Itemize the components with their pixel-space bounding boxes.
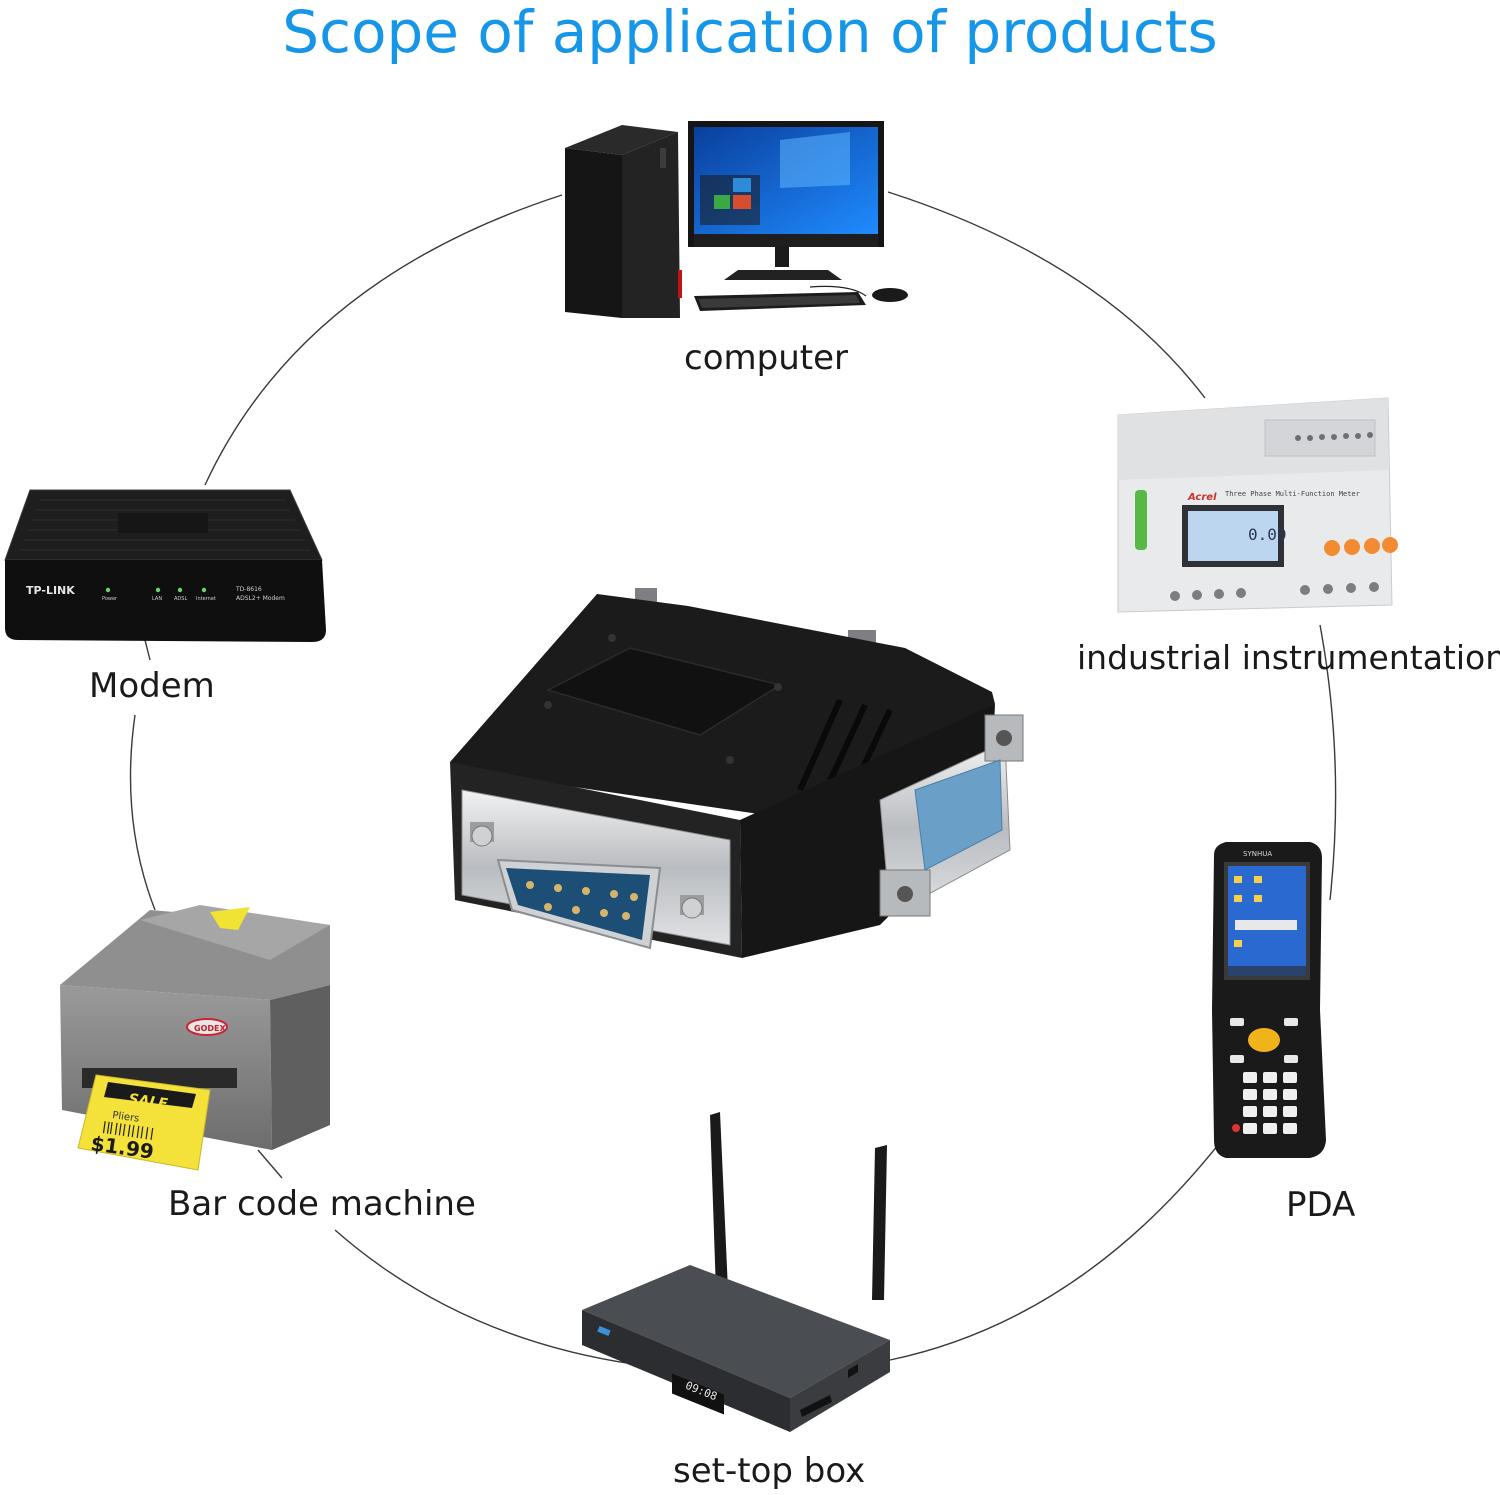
arc-left xyxy=(129,714,156,911)
modem-led-internet: Internet xyxy=(196,596,216,602)
arc-computer-right xyxy=(887,191,1206,399)
arc-right-upper xyxy=(1319,624,1337,901)
settop-box-image: 09:08 xyxy=(582,1112,890,1432)
modem-image: TP-LINK Power LAN ADSL Internet TD-8616 … xyxy=(4,489,326,642)
barcode-printer-image: GODEX SALE Pliers $1.99 xyxy=(60,905,330,1171)
modem-led-lan: LAN xyxy=(152,596,162,602)
label-item-text: Pliers xyxy=(112,1110,140,1125)
label-computer: computer xyxy=(684,338,848,378)
label-bar-code-machine: Bar code machine xyxy=(168,1184,476,1224)
arc-bottom-left xyxy=(334,1229,641,1366)
arc-left-upper xyxy=(144,639,151,661)
modem-desc: ADSL2+ Modem xyxy=(236,595,285,602)
pda-image: SYNHUA xyxy=(1212,842,1326,1158)
label-sale-text: SALE xyxy=(127,1091,169,1112)
page-title: Scope of application of products xyxy=(282,0,1218,66)
rs232-adapter-image xyxy=(450,588,1024,958)
connection-circle xyxy=(129,191,1337,1366)
modem-led-adsl: ADSL xyxy=(174,596,187,602)
label-modem: Modem xyxy=(89,666,215,706)
label-pda: PDA xyxy=(1286,1185,1356,1225)
label-set-top-box: set-top box xyxy=(673,1451,866,1491)
modem-model: TD-8616 xyxy=(235,586,262,593)
arc-right-lower xyxy=(889,1139,1223,1361)
computer-image xyxy=(565,121,908,318)
pda-brand: SYNHUA xyxy=(1243,850,1272,858)
arc-computer-left xyxy=(204,194,563,486)
label-industrial-instrumentation: industrial instrumentation xyxy=(1077,638,1500,677)
modem-brand: TP-LINK xyxy=(26,584,75,597)
modem-led-power: Power xyxy=(102,596,118,602)
meter-reading: 0.00 xyxy=(1248,525,1287,544)
arc-left-lower xyxy=(257,1149,283,1179)
meter-image: Acrel Three Phase Multi-Function Meter 0… xyxy=(1117,397,1398,613)
printer-brand: GODEX xyxy=(194,1024,226,1033)
meter-brand: Acrel xyxy=(1187,492,1217,503)
meter-desc: Three Phase Multi-Function Meter xyxy=(1225,490,1360,498)
